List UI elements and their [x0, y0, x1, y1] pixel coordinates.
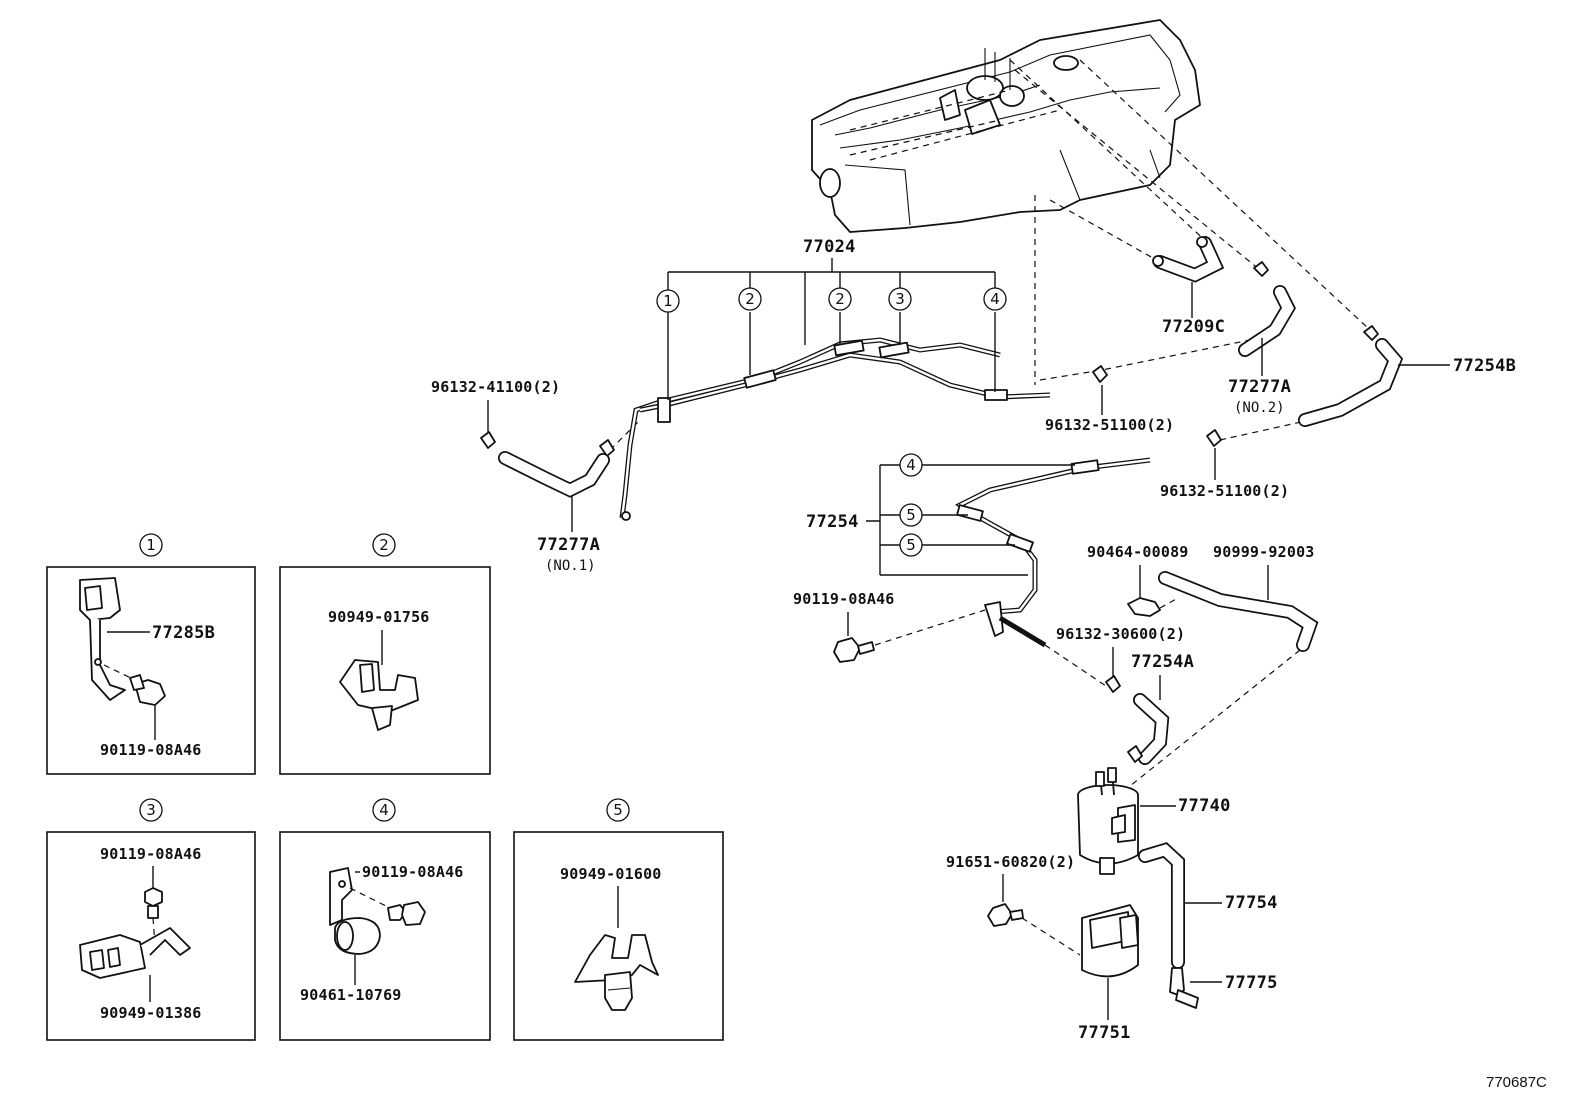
hose-77277a-no1	[498, 451, 610, 498]
label-90464-00089: 90464-00089	[1087, 543, 1189, 561]
label-96132-30600: 96132-30600(2)	[1056, 625, 1185, 643]
diagram-code: 770687C	[1486, 1074, 1547, 1091]
clip-icon	[1363, 325, 1379, 341]
hose-77254b	[1298, 338, 1404, 427]
clip-90949-01756	[339, 659, 419, 731]
hose-77277a-no2	[1238, 285, 1296, 357]
detail-box-3: 3 90119-08A46 90949-01386	[46, 798, 256, 1041]
label-77740: 77740	[1178, 796, 1231, 816]
charcoal-canister-77740	[1077, 767, 1139, 875]
label-91651-60820: 91651-60820(2)	[946, 853, 1075, 871]
label-90999-92003: 90999-92003	[1213, 543, 1315, 561]
callout-num: 4	[990, 290, 1000, 308]
callout-num: 2	[745, 290, 755, 308]
label-90949-01600: 90949-01600	[560, 865, 662, 883]
connector-77775	[1169, 967, 1199, 1009]
clamp-90461-10769	[329, 867, 381, 955]
note-no1: (NO.1)	[545, 558, 596, 574]
label-bolt-box1: 90119-08A46	[100, 741, 202, 759]
label-77775: 77775	[1225, 973, 1278, 993]
label-96132-51100-a: 96132-51100(2)	[1045, 416, 1174, 434]
detail-num: 4	[379, 801, 389, 819]
bolt-icon	[987, 903, 1024, 927]
label-77024: 77024	[803, 237, 856, 257]
bolt-icon	[387, 901, 426, 926]
clamp-icon	[599, 439, 615, 457]
detail-num: 3	[146, 801, 156, 819]
clamp-icon	[1206, 429, 1222, 447]
bolt-icon	[833, 637, 875, 663]
label-77754: 77754	[1225, 893, 1278, 913]
detail-num: 1	[146, 536, 156, 554]
callout-row-77254: 4 5 5	[899, 453, 923, 557]
label-77254: 77254	[806, 512, 859, 532]
label-bolt-box4: 90119-08A46	[362, 863, 464, 881]
detail-box-5: 5 90949-01600	[513, 798, 724, 1041]
callout-num: 5	[906, 536, 916, 554]
clamp-icon	[1105, 675, 1121, 693]
hose-77209c	[1152, 236, 1225, 283]
tube-assy-77024	[619, 337, 1051, 521]
detail-box-2: 2 90949-01756	[279, 533, 491, 775]
label-77277a-no1: 77277A	[537, 535, 600, 555]
hose-clamp-icon	[1127, 597, 1161, 617]
label-77254b: 77254B	[1453, 356, 1516, 376]
bolt-icon	[144, 887, 163, 919]
clamp-icon	[1127, 745, 1143, 763]
label-bolt-main: 90119-08A46	[793, 590, 895, 608]
label-bolt-box3: 90119-08A46	[100, 845, 202, 863]
callout-num: 2	[835, 290, 845, 308]
label-77285b: 77285B	[152, 623, 215, 643]
clamp-90949-01386	[79, 927, 191, 979]
label-96132-51100-b: 96132-51100(2)	[1160, 482, 1289, 500]
callout-num: 1	[663, 292, 673, 310]
detail-box-1: 1 77285B 90119-08A46	[46, 533, 256, 775]
label-77277a-no2: 77277A	[1228, 377, 1291, 397]
label-77209c: 77209C	[1162, 317, 1225, 337]
detail-num: 2	[379, 536, 389, 554]
callout-row-77024: 1 2 2 3 4	[656, 287, 1007, 313]
hose-77754	[1138, 842, 1185, 969]
tube-77254	[955, 457, 1151, 648]
hose-77254a	[1133, 693, 1170, 765]
label-90461-10769: 90461-10769	[300, 986, 402, 1004]
label-90949-01756: 90949-01756	[328, 608, 430, 626]
callout-num: 3	[895, 290, 905, 308]
note-no2: (NO.2)	[1234, 400, 1285, 416]
clip-icon	[1253, 261, 1269, 277]
label-77254a: 77254A	[1131, 652, 1194, 672]
canister-bracket-77751	[1081, 904, 1139, 978]
label-90949-01386: 90949-01386	[100, 1004, 202, 1022]
callout-num: 4	[906, 456, 916, 474]
detail-num: 5	[613, 801, 623, 819]
callout-num: 5	[906, 506, 916, 524]
clip-90949-01600	[574, 934, 659, 1011]
label-77751: 77751	[1078, 1023, 1131, 1043]
clamp-icon	[1092, 365, 1108, 383]
label-96132-41100: 96132-41100(2)	[431, 378, 560, 396]
fuel-tank	[811, 19, 1201, 233]
clamp-icon	[480, 431, 496, 449]
clamp-77285b	[79, 577, 126, 701]
hose-90999-92003	[1158, 571, 1319, 652]
detail-box-4: 4 90119-08A46 90461-10769	[279, 798, 491, 1041]
bolt-icon	[129, 674, 166, 706]
